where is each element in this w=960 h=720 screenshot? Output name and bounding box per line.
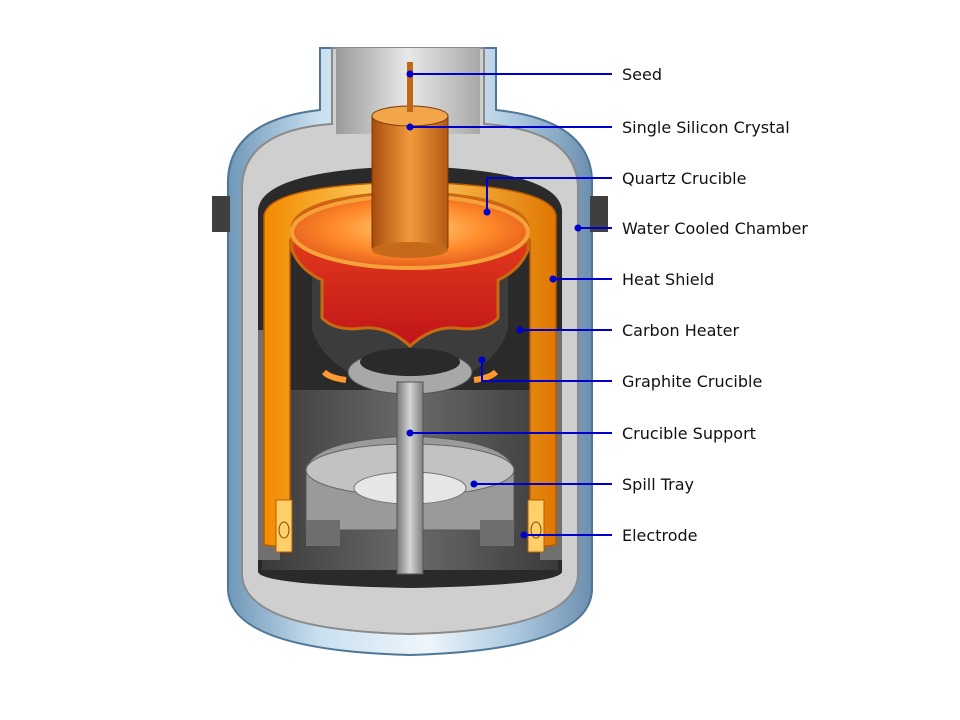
label-water-cooled-chamber: Water Cooled Chamber <box>622 219 808 238</box>
callout-labels: Seed Single Silicon Crystal Quartz Cruci… <box>622 65 808 545</box>
label-seed: Seed <box>622 65 662 84</box>
support-plate-shape <box>321 348 499 395</box>
label-crucible-support: Crucible Support <box>622 424 756 443</box>
flange-left <box>212 196 230 232</box>
label-heat-shield: Heat Shield <box>622 270 714 289</box>
crucible-support-shaft-shape <box>396 381 424 575</box>
seed-shape <box>407 62 413 112</box>
carbon-heater-shape <box>263 181 557 553</box>
leader-lines <box>406 70 612 539</box>
label-quartz-crucible: Quartz Crucible <box>622 169 746 188</box>
label-single-silicon-crystal: Single Silicon Crystal <box>622 118 790 137</box>
label-graphite-crucible: Graphite Crucible <box>622 372 762 391</box>
label-spill-tray: Spill Tray <box>622 475 694 494</box>
flange-right <box>590 196 608 232</box>
label-electrode: Electrode <box>622 526 697 545</box>
silicon-crystal-shape <box>371 105 449 258</box>
leader-quartz-crucible <box>486 177 612 212</box>
label-carbon-heater: Carbon Heater <box>622 321 740 340</box>
leader-graphite-crucible <box>481 360 612 382</box>
